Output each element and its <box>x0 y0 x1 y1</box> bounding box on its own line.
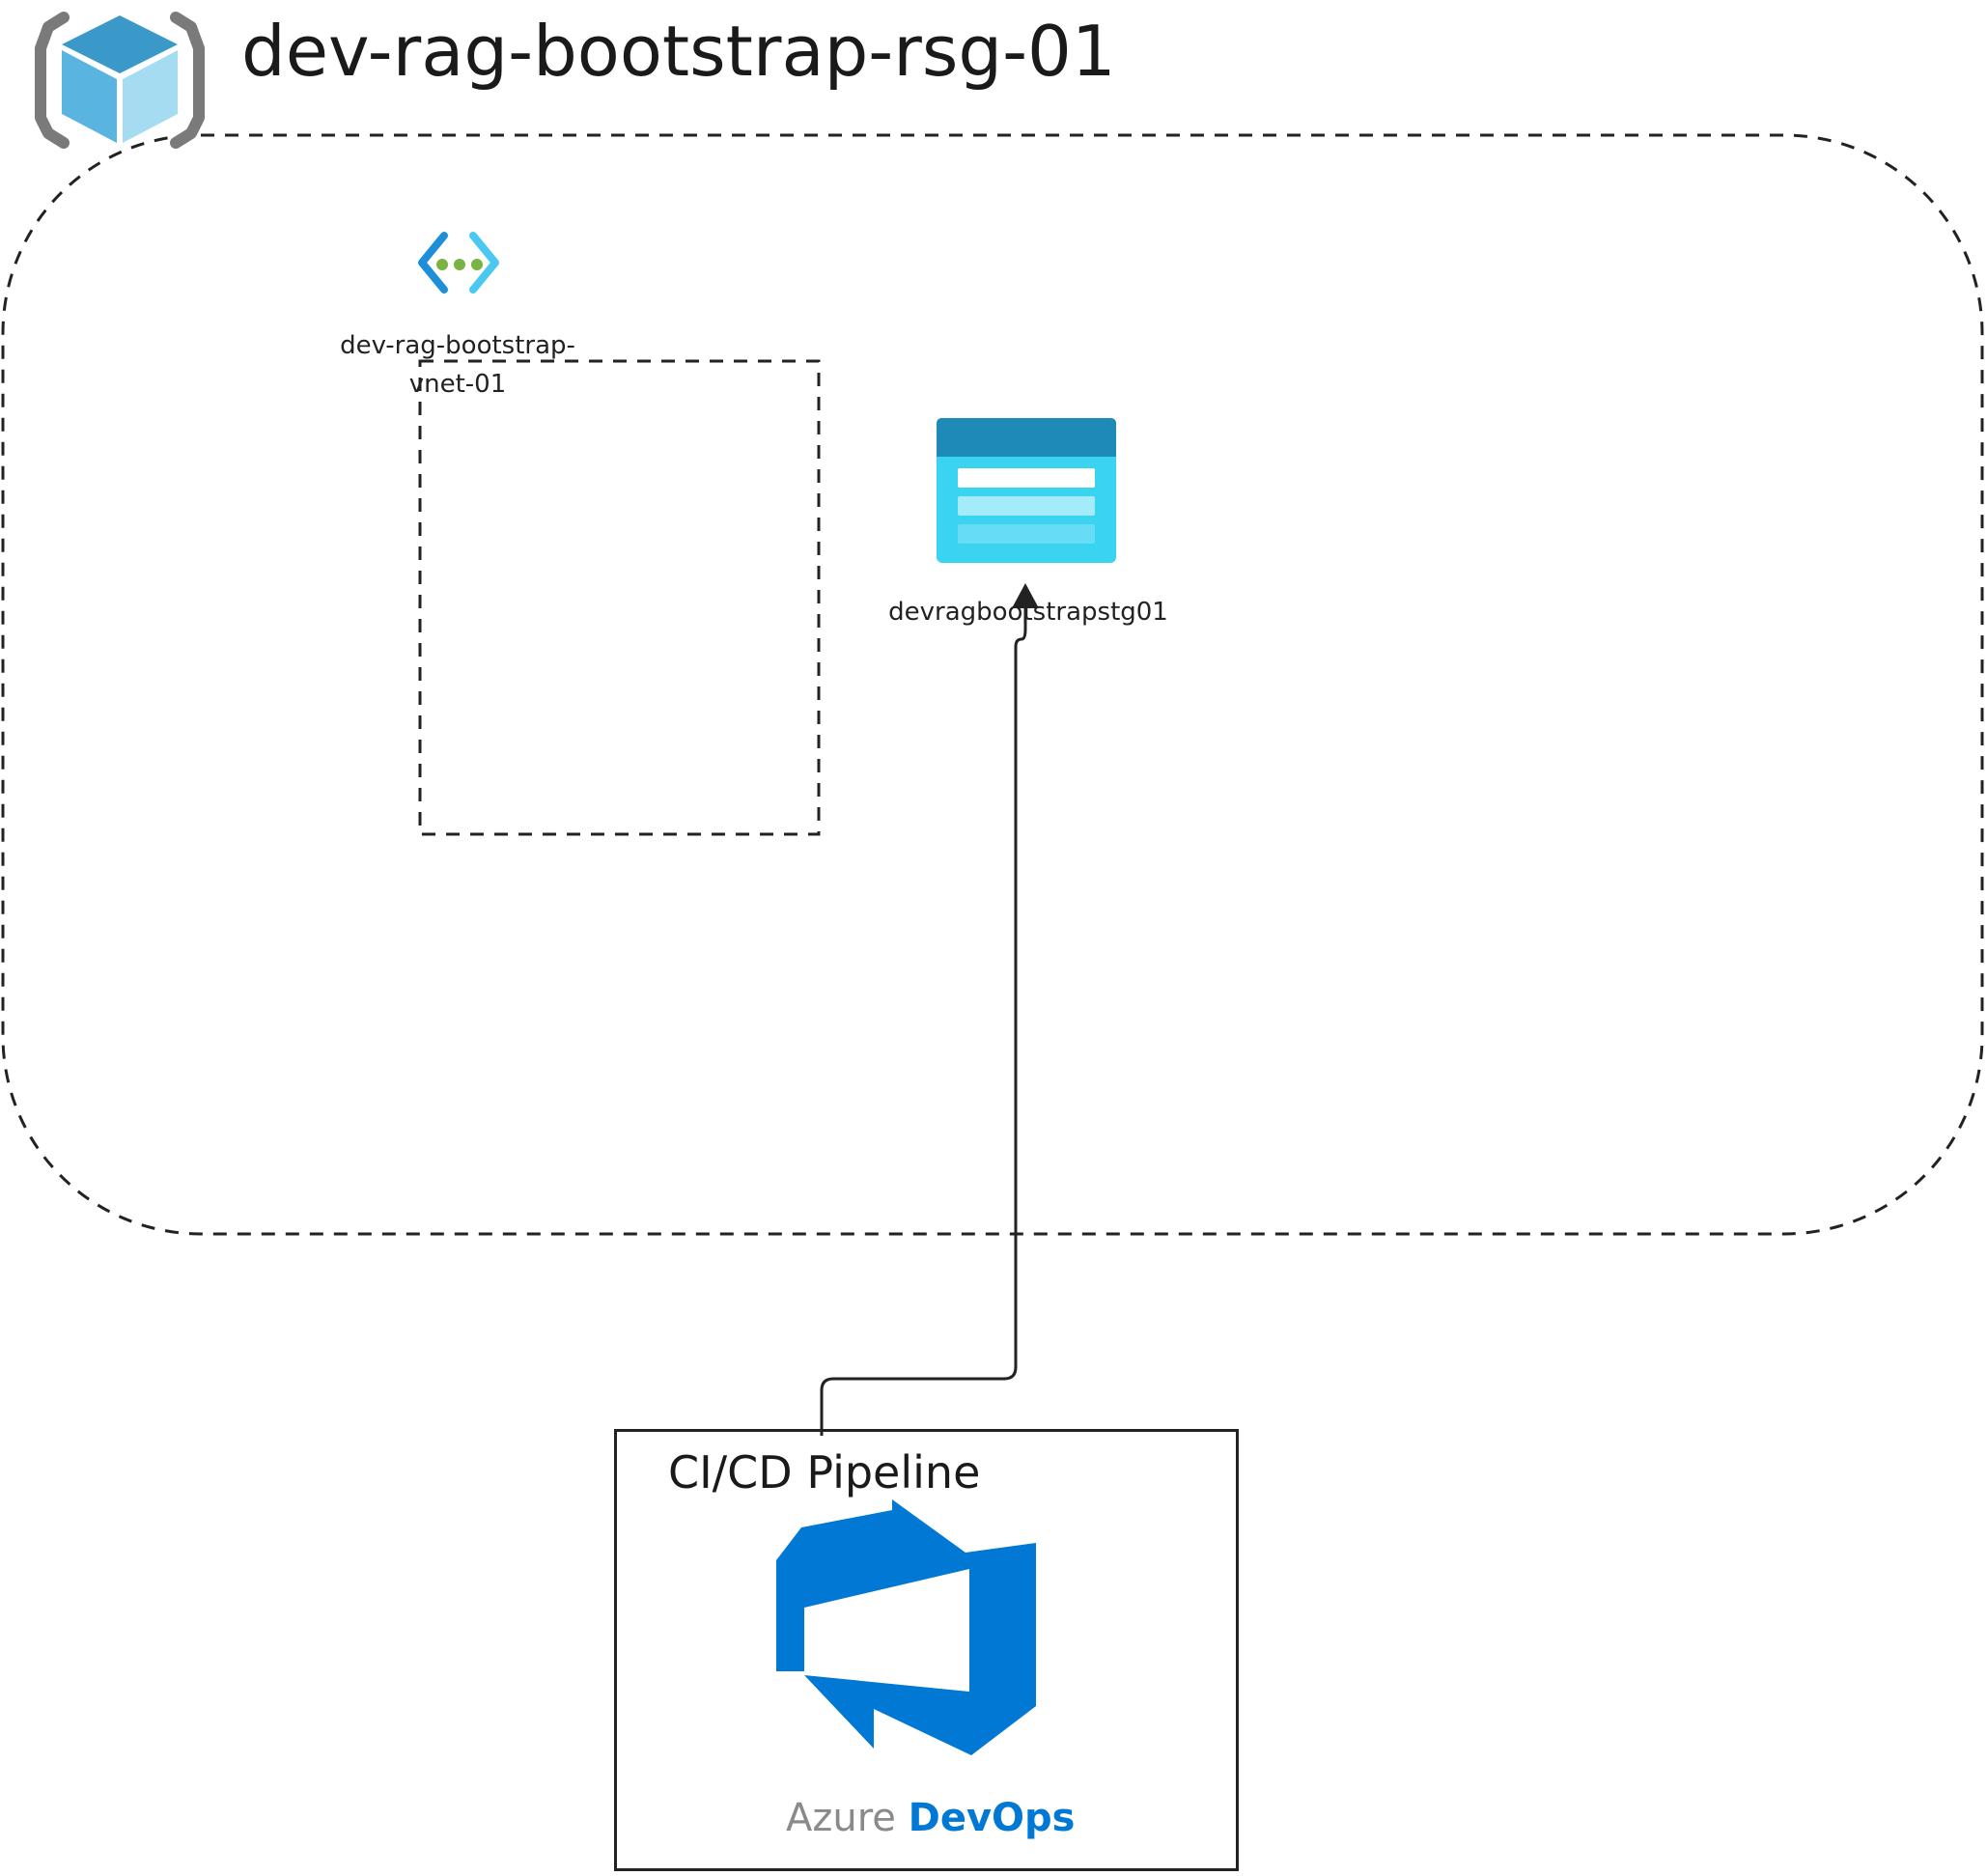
pipeline-to-storage-connector <box>820 606 1027 1436</box>
resource-group-container <box>1 133 1984 1236</box>
vnet-container <box>418 359 821 836</box>
resource-group-cube-icon <box>35 12 205 149</box>
pipeline-title: CI/CD Pipeline <box>668 1446 981 1498</box>
resource-group-title: dev-rag-bootstrap-rsg-01 <box>241 11 1116 92</box>
virtual-network-icon <box>418 232 499 294</box>
storage-account-label: devragbootstrapstg01 <box>888 598 1168 627</box>
pipeline-box <box>614 1429 1239 1871</box>
brand-azure-text: Azure <box>786 1796 896 1840</box>
connector-arrowhead <box>1012 583 1039 608</box>
azure-devops-logo-icon <box>776 1499 1036 1755</box>
brand-devops-text: DevOps <box>908 1796 1076 1840</box>
vnet-label: dev-rag-bootstrap-vnet-01 <box>340 331 575 399</box>
storage-account-icon <box>937 418 1116 563</box>
azure-devops-wordmark: Azure DevOps <box>786 1792 1075 1844</box>
